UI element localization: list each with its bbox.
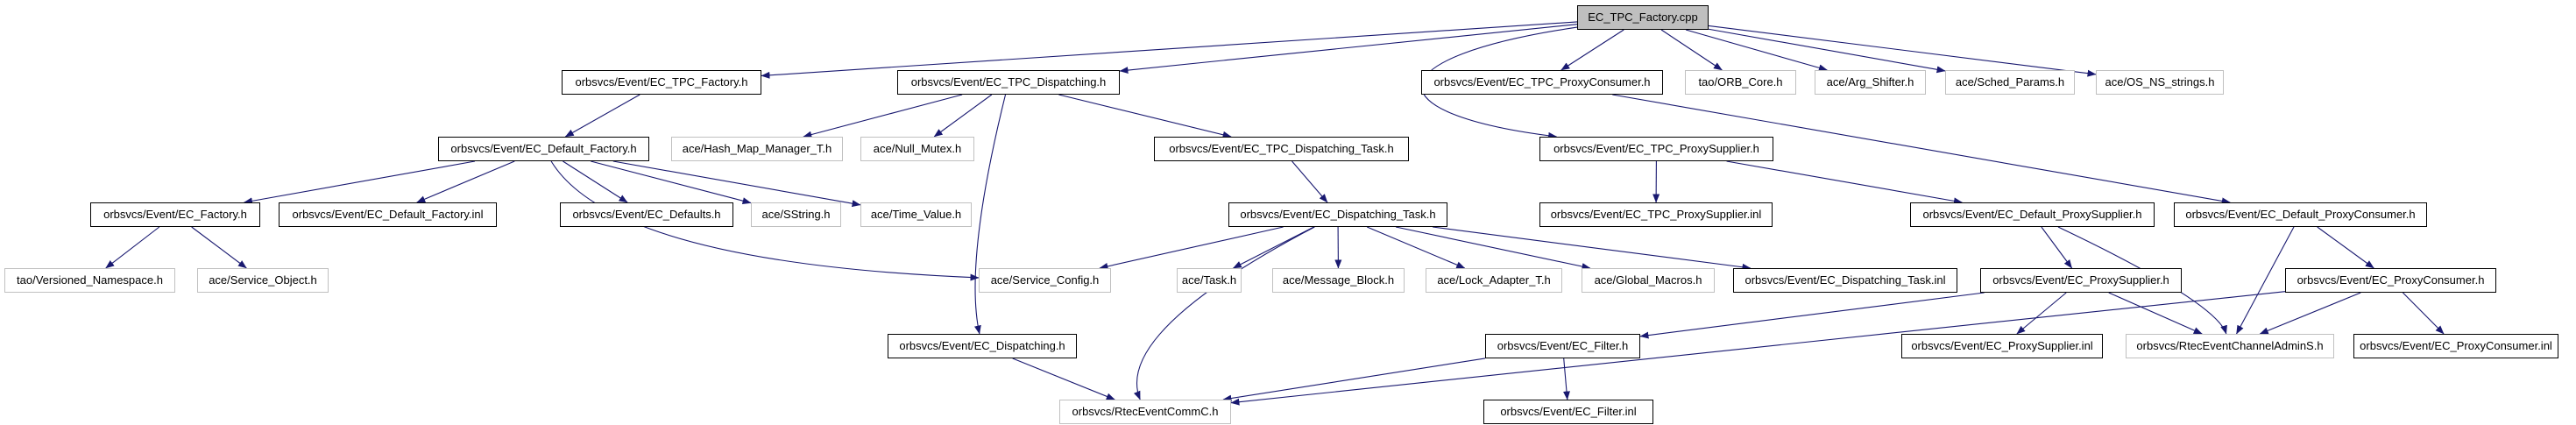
edge-proxyconsumer-h--proxyconsumer-inl	[2403, 292, 2445, 335]
graph-node-tpc-factory-h[interactable]: orbsvcs/Event/EC_TPC_Factory.h	[562, 70, 761, 95]
edge-tpc-factory-h--default-factory-h	[564, 94, 640, 138]
edge-cpp--orb-core	[1660, 29, 1723, 71]
edge-filter-h--filter-inl	[1562, 358, 1570, 400]
edge-default-factory-h--sstring	[591, 160, 752, 205]
graph-node-filter-h[interactable]: orbsvcs/Event/EC_Filter.h	[1485, 334, 1640, 358]
edge-default-proxyconsumer-h--rtec-admin-s	[2236, 226, 2295, 335]
edge-dispatching-h--rtec-comm-c	[1012, 358, 1115, 400]
graph-node-os-ns-strings: ace/OS_NS_strings.h	[2096, 70, 2224, 95]
graph-node-dispatching-h[interactable]: orbsvcs/Event/EC_Dispatching.h	[888, 334, 1077, 358]
graph-node-cpp: EC_TPC_Factory.cpp	[1577, 5, 1709, 30]
graph-node-default-factory-h[interactable]: orbsvcs/Event/EC_Default_Factory.h	[438, 137, 649, 161]
graph-node-versioned-namespace: tao/Versioned_Namespace.h	[4, 268, 175, 293]
edge-default-proxyconsumer-h--proxyconsumer-h	[2317, 226, 2374, 269]
edge-dispatching-task-h--rtec-comm-c	[1133, 226, 1315, 400]
graph-node-message-block: ace/Message_Block.h	[1272, 268, 1405, 293]
edge-cpp--arg-shifter	[1685, 29, 1828, 72]
graph-node-rtec-admin-s: orbsvcs/RtecEventChannelAdminS.h	[2126, 334, 2334, 358]
graph-node-sched-params: ace/Sched_Params.h	[1945, 70, 2075, 95]
graph-node-arg-shifter: ace/Arg_Shifter.h	[1815, 70, 1926, 95]
edge-dispatching-task-h--dispatching-task-inl	[1433, 226, 1752, 271]
edge-cpp--sched-params	[1708, 28, 1946, 74]
edge-tpc-dispatching-h--null-mutex	[933, 94, 993, 138]
graph-node-default-factory-inl[interactable]: orbsvcs/Event/EC_Default_Factory.inl	[279, 202, 497, 227]
edge-tpc-dispatching-h--tpc-dispatching-task-h	[1058, 94, 1232, 138]
graph-node-tpc-proxysupplier-inl[interactable]: orbsvcs/Event/EC_TPC_ProxySupplier.inl	[1539, 202, 1773, 227]
edge-default-proxysupplier-h--proxysupplier-h	[2041, 226, 2073, 269]
graph-node-filter-inl[interactable]: orbsvcs/Event/EC_Filter.inl	[1483, 400, 1653, 424]
edge-default-factory-h--time-value	[612, 160, 861, 208]
graph-node-orb-core: tao/ORB_Core.h	[1685, 70, 1796, 95]
graph-node-task-h: ace/Task.h	[1177, 268, 1242, 293]
edge-tpc-dispatching-h--dispatching-h	[973, 94, 1007, 335]
graph-node-service-object: ace/Service_Object.h	[197, 268, 329, 293]
graph-node-default-proxysupplier-h[interactable]: orbsvcs/Event/EC_Default_ProxySupplier.h	[1910, 202, 2155, 227]
edge-tpc-dispatching-task-h--dispatching-task-h	[1292, 160, 1328, 203]
edge-tpc-proxyconsumer-h--default-proxyconsumer-h	[1612, 94, 2231, 205]
edge-proxysupplier-h--proxysupplier-inl	[2016, 292, 2067, 335]
edge-dispatching-task-h--task-h	[1232, 226, 1314, 269]
graph-node-factory-h[interactable]: orbsvcs/Event/EC_Factory.h	[90, 202, 260, 227]
graph-node-global-macros: ace/Global_Macros.h	[1582, 268, 1715, 293]
graph-node-proxyconsumer-h[interactable]: orbsvcs/Event/EC_ProxyConsumer.h	[2285, 268, 2496, 293]
edge-dispatching-task-h--service-config	[1099, 226, 1284, 270]
edge-cpp--tpc-dispatching-h	[1119, 24, 1578, 74]
graph-node-service-config: ace/Service_Config.h	[979, 268, 1111, 293]
graph-node-proxyconsumer-inl[interactable]: orbsvcs/Event/EC_ProxyConsumer.inl	[2353, 334, 2558, 358]
edge-default-factory-h--service-config	[550, 160, 980, 281]
graph-node-time-value: ace/Time_Value.h	[860, 202, 972, 227]
edge-default-factory-h--defaults-h	[563, 160, 628, 203]
edge-tpc-dispatching-h--hash-map	[803, 94, 963, 138]
graph-node-defaults-h[interactable]: orbsvcs/Event/EC_Defaults.h	[560, 202, 733, 227]
graph-node-sstring: ace/SString.h	[751, 202, 841, 227]
graph-node-dispatching-task-h[interactable]: orbsvcs/Event/EC_Dispatching_Task.h	[1228, 202, 1447, 227]
edge-default-factory-h--factory-h	[244, 160, 476, 205]
edge-proxysupplier-h--rtec-admin-s	[2108, 292, 2203, 335]
graph-node-dispatching-task-inl[interactable]: orbsvcs/Event/EC_Dispatching_Task.inl	[1733, 268, 1957, 293]
edge-dispatching-task-h--global-macros	[1395, 226, 1591, 270]
graph-node-tpc-proxyconsumer-h[interactable]: orbsvcs/Event/EC_TPC_ProxyConsumer.h	[1421, 70, 1663, 95]
edge-proxyconsumer-h--rtec-comm-c	[1230, 291, 2286, 406]
graph-node-hash-map: ace/Hash_Map_Manager_T.h	[671, 137, 843, 161]
graph-node-lock-adapter: ace/Lock_Adapter_T.h	[1426, 268, 1562, 293]
edge-dispatching-task-h--lock-adapter	[1367, 226, 1466, 269]
graph-node-tpc-proxysupplier-h[interactable]: orbsvcs/Event/EC_TPC_ProxySupplier.h	[1539, 137, 1773, 161]
edge-proxyconsumer-h--rtec-admin-s	[2259, 292, 2361, 335]
edge-tpc-proxysupplier-h--default-proxysupplier-h	[1726, 160, 1963, 205]
graph-node-rtec-comm-c: orbsvcs/RtecEventCommC.h	[1059, 400, 1231, 424]
edge-filter-h--rtec-comm-c	[1222, 358, 1486, 402]
graph-node-default-proxyconsumer-h[interactable]: orbsvcs/Event/EC_Default_ProxyConsumer.h	[2174, 202, 2427, 227]
edge-default-factory-h--default-factory-inl	[416, 160, 515, 203]
graph-node-proxysupplier-h[interactable]: orbsvcs/Event/EC_ProxySupplier.h	[1980, 268, 2182, 293]
graph-node-tpc-dispatching-h[interactable]: orbsvcs/Event/EC_TPC_Dispatching.h	[897, 70, 1120, 95]
graph-node-proxysupplier-inl[interactable]: orbsvcs/Event/EC_ProxySupplier.inl	[1901, 334, 2103, 358]
edge-factory-h--service-object	[191, 226, 247, 269]
graph-node-tpc-dispatching-task-h[interactable]: orbsvcs/Event/EC_TPC_Dispatching_Task.h	[1154, 137, 1409, 161]
edge-factory-h--versioned-namespace	[105, 226, 160, 269]
edge-cpp--tpc-factory-h	[761, 21, 1578, 79]
edge-proxysupplier-h--filter-h	[1639, 292, 1985, 339]
edge-cpp--os-ns-strings	[1708, 25, 2097, 77]
graph-node-null-mutex: ace/Null_Mutex.h	[860, 137, 974, 161]
edge-cpp--tpc-proxyconsumer-h	[1560, 29, 1624, 71]
